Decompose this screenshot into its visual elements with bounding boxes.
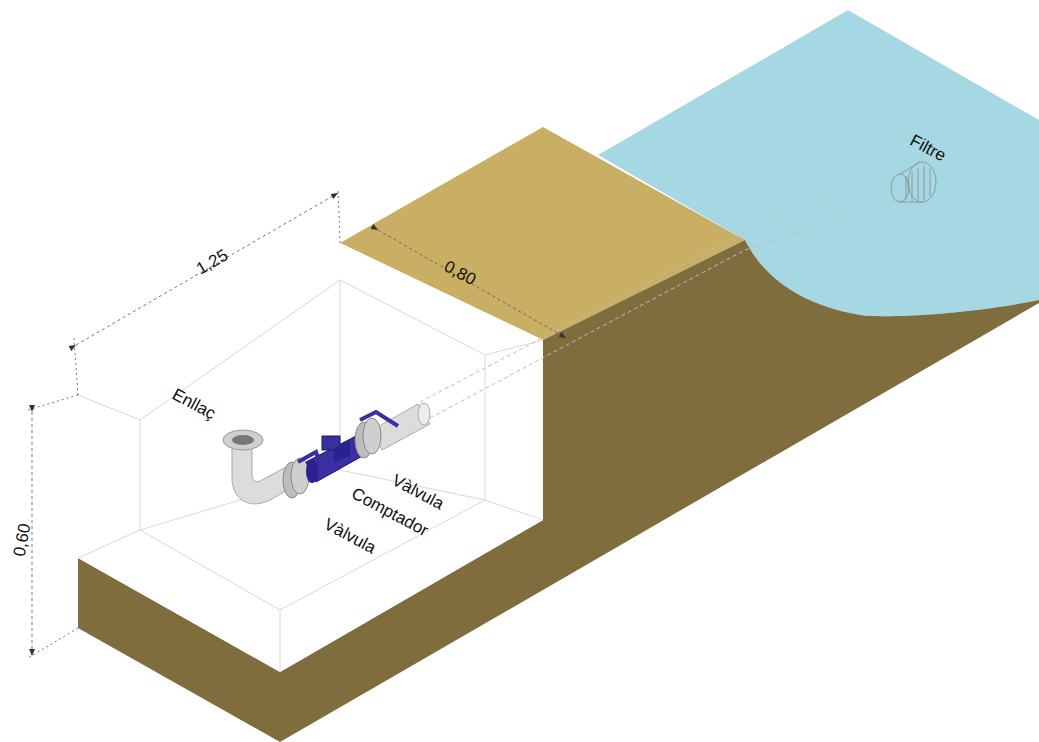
hidden-pipe <box>420 178 900 418</box>
filter-symbol <box>891 162 936 202</box>
pit-lines <box>78 280 543 672</box>
dimension-lines <box>28 188 566 658</box>
pit <box>78 243 543 672</box>
dimension-label: 0,60 <box>11 522 33 558</box>
dimension-label: 1,25 <box>193 246 230 277</box>
